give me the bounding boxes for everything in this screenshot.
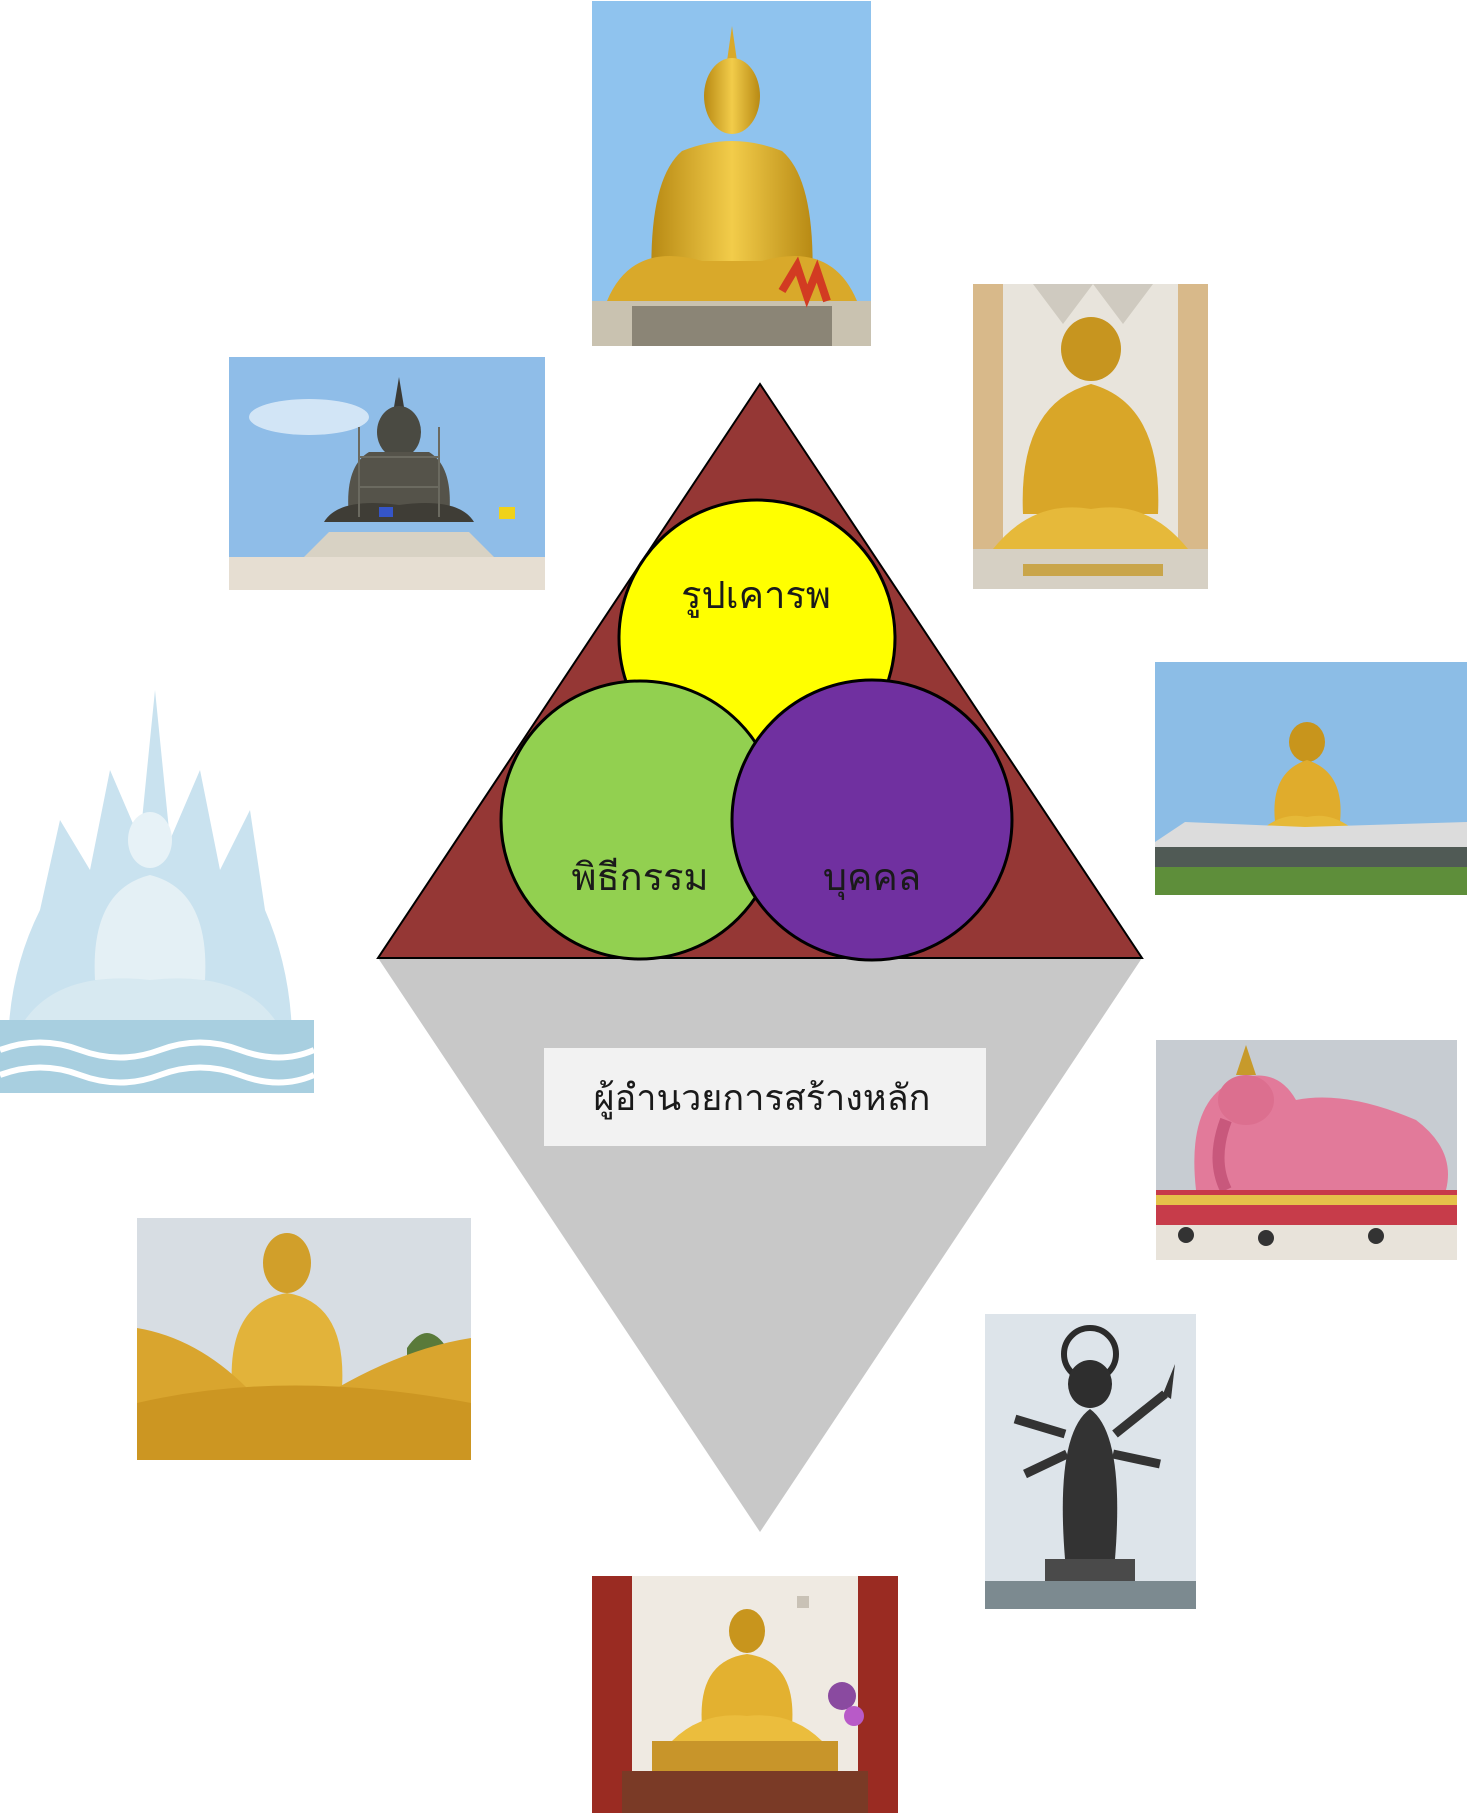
golden-seated-buddha-icon (592, 1, 871, 346)
photo-golden-monk-statue-lake (1155, 662, 1467, 895)
white-naga-buddha-icon (0, 690, 314, 1093)
golden-monk-shrine-icon (592, 1576, 898, 1813)
photo-dark-standing-ganesha (985, 1314, 1196, 1609)
photo-buddha-under-construction (229, 357, 545, 590)
circle-person-label: บุคคล (823, 855, 921, 900)
photo-golden-monk-shrine (592, 1576, 898, 1813)
bottom-label-box (544, 1048, 986, 1146)
photo-golden-monk-statue-closeup (137, 1218, 471, 1460)
circle-ritual-label: พิธีกรรม (571, 855, 708, 899)
photo-pink-reclining-ganesha (1156, 1040, 1457, 1260)
buddha-under-construction-icon (229, 357, 545, 590)
pink-reclining-ganesha-icon (1156, 1040, 1457, 1260)
dark-standing-ganesha-icon (985, 1314, 1196, 1609)
lower-triangle (378, 958, 1142, 1532)
bottom-label: ผู้อำนวยการสร้างหลัก (594, 1078, 931, 1120)
photo-golden-seated-buddha (592, 1, 871, 346)
golden-monk-statue-indoor-icon (973, 284, 1208, 589)
photo-white-naga-buddha (0, 690, 314, 1093)
golden-monk-statue-lake-icon (1155, 662, 1467, 895)
circle-person (730, 678, 1014, 962)
photo-golden-monk-statue-indoor (973, 284, 1208, 589)
golden-monk-statue-closeup-icon (137, 1218, 471, 1460)
circle-idol-label: รูปเคารพ (681, 573, 831, 618)
